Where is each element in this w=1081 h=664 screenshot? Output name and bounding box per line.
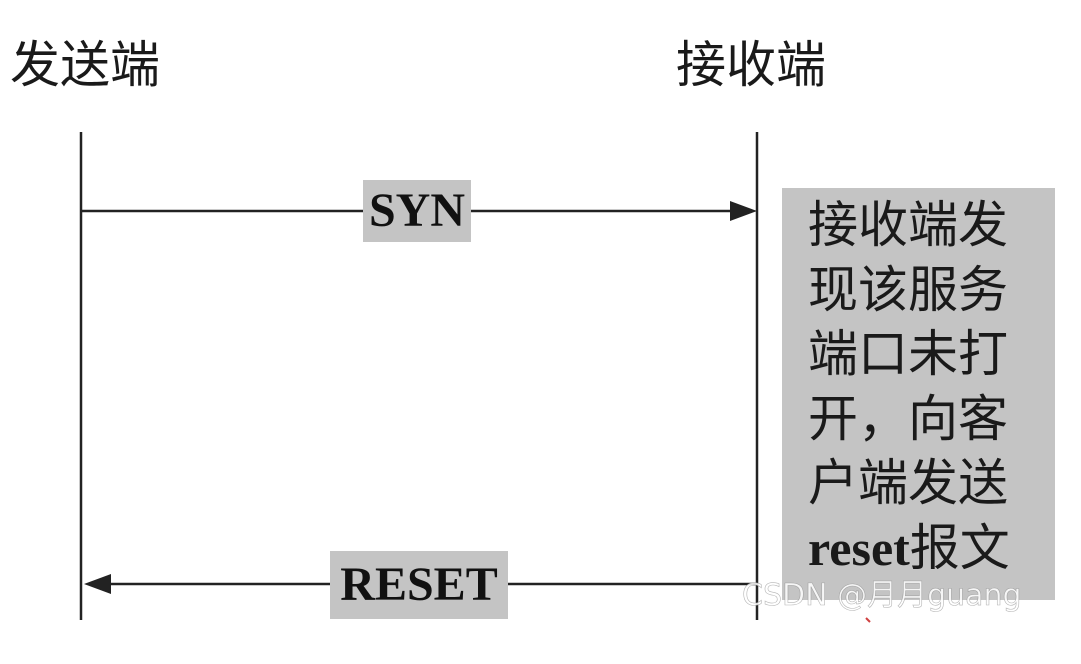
note-line-5: 户端发送 <box>808 454 1008 512</box>
reset-message-label: RESET <box>330 551 508 619</box>
sender-label: 发送端 <box>10 36 160 94</box>
note-line-6-rest: 报文 <box>909 518 1010 577</box>
note-line-2: 现该服务 <box>808 260 1008 319</box>
note-box <box>782 188 1055 600</box>
note-line-4: 开，向客 <box>808 389 1008 448</box>
note-line-6: reset报文 <box>808 516 1038 581</box>
red-mark <box>865 617 871 623</box>
syn-message-label: SYN <box>363 180 471 242</box>
watermark: CSDN @月月guang <box>742 578 1022 614</box>
note-line-1: 接收端发 <box>808 196 1008 254</box>
note-line-3: 端口未打 <box>808 325 1008 383</box>
receiver-label: 接收端 <box>676 36 826 94</box>
note-reset-word: reset <box>808 519 910 576</box>
note-text: 接收端发 现该服务 端口未打 开，向客 户端发送 reset报文 <box>808 193 1038 580</box>
